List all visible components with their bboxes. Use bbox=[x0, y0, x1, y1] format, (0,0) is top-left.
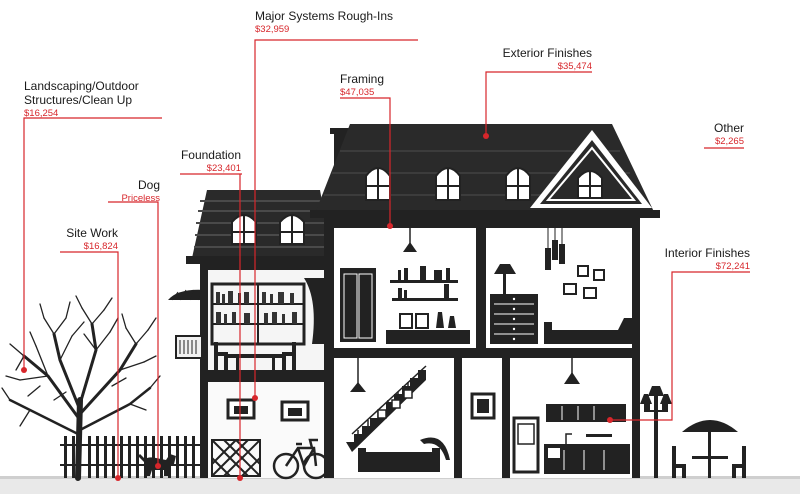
sofa bbox=[358, 448, 440, 472]
label-dog-name: Dog bbox=[137, 178, 160, 192]
bed bbox=[544, 318, 632, 344]
wall-shelves bbox=[390, 266, 458, 301]
main-dormer-window-1 bbox=[365, 167, 391, 201]
gable-window bbox=[577, 170, 603, 199]
bookshelf bbox=[210, 282, 306, 346]
label-major-systems-name: Major Systems Rough-Ins bbox=[255, 9, 394, 23]
label-exterior-finishes: Exterior Finishes $35,474 bbox=[502, 46, 592, 73]
dresser bbox=[490, 294, 538, 344]
label-interior-finishes: Interior Finishes $72,241 bbox=[664, 246, 750, 273]
label-exterior-finishes-cost: $35,474 bbox=[557, 60, 592, 72]
label-major-systems: Major Systems Rough-Ins $32,959 bbox=[255, 9, 394, 36]
label-exterior-finishes-name: Exterior Finishes bbox=[502, 46, 592, 60]
label-landscaping-name-1: Landscaping/Outdoor bbox=[24, 79, 139, 93]
label-other: Other $2,265 bbox=[713, 121, 744, 148]
kitchen bbox=[512, 358, 630, 474]
bedroom-lamp bbox=[494, 264, 516, 294]
main-dormer-window-2 bbox=[435, 167, 461, 201]
label-dog: Dog Priceless bbox=[121, 178, 160, 205]
ground bbox=[0, 478, 800, 494]
leader-lines bbox=[21, 39, 750, 481]
hall-lamp bbox=[350, 358, 366, 392]
fence bbox=[60, 436, 200, 478]
patio-umbrella-table bbox=[672, 420, 746, 478]
left-dormer-window bbox=[231, 214, 257, 245]
staircase bbox=[346, 365, 427, 452]
ceiling-lamp bbox=[403, 228, 417, 252]
left-wing bbox=[168, 190, 336, 480]
label-foundation: Foundation $23,401 bbox=[180, 148, 241, 175]
main-dormer-window-3 bbox=[505, 167, 531, 201]
label-landscaping-name-2: Structures/Clean Up bbox=[24, 92, 133, 107]
label-framing: Framing $47,035 bbox=[340, 72, 385, 99]
label-framing-cost: $47,035 bbox=[340, 86, 375, 98]
label-landscaping: Landscaping/Outdoor Structures/Clean Up … bbox=[24, 79, 139, 120]
main-house bbox=[310, 124, 660, 478]
label-dog-cost: Priceless bbox=[121, 192, 160, 204]
label-site-work-cost: $16,824 bbox=[83, 240, 118, 252]
label-foundation-name: Foundation bbox=[180, 148, 241, 162]
picture-frames bbox=[563, 265, 605, 299]
label-site-work-name: Site Work bbox=[66, 226, 118, 240]
tv-console bbox=[386, 312, 470, 344]
street-lamp bbox=[640, 386, 672, 478]
label-other-name: Other bbox=[713, 121, 744, 135]
label-landscaping-cost: $16,254 bbox=[24, 107, 59, 119]
label-foundation-cost: $23,401 bbox=[206, 162, 241, 174]
wardrobe bbox=[340, 268, 376, 342]
dining-table bbox=[214, 342, 296, 370]
label-other-cost: $2,265 bbox=[714, 135, 744, 147]
label-major-systems-cost: $32,959 bbox=[255, 23, 290, 35]
left-dormer-window-2 bbox=[279, 214, 305, 245]
label-site-work: Site Work $16,824 bbox=[66, 226, 118, 253]
pendant-lights bbox=[545, 228, 565, 270]
label-interior-finishes-cost: $72,241 bbox=[715, 260, 750, 272]
label-framing-name: Framing bbox=[340, 72, 385, 86]
label-interior-finishes-name: Interior Finishes bbox=[664, 246, 750, 260]
